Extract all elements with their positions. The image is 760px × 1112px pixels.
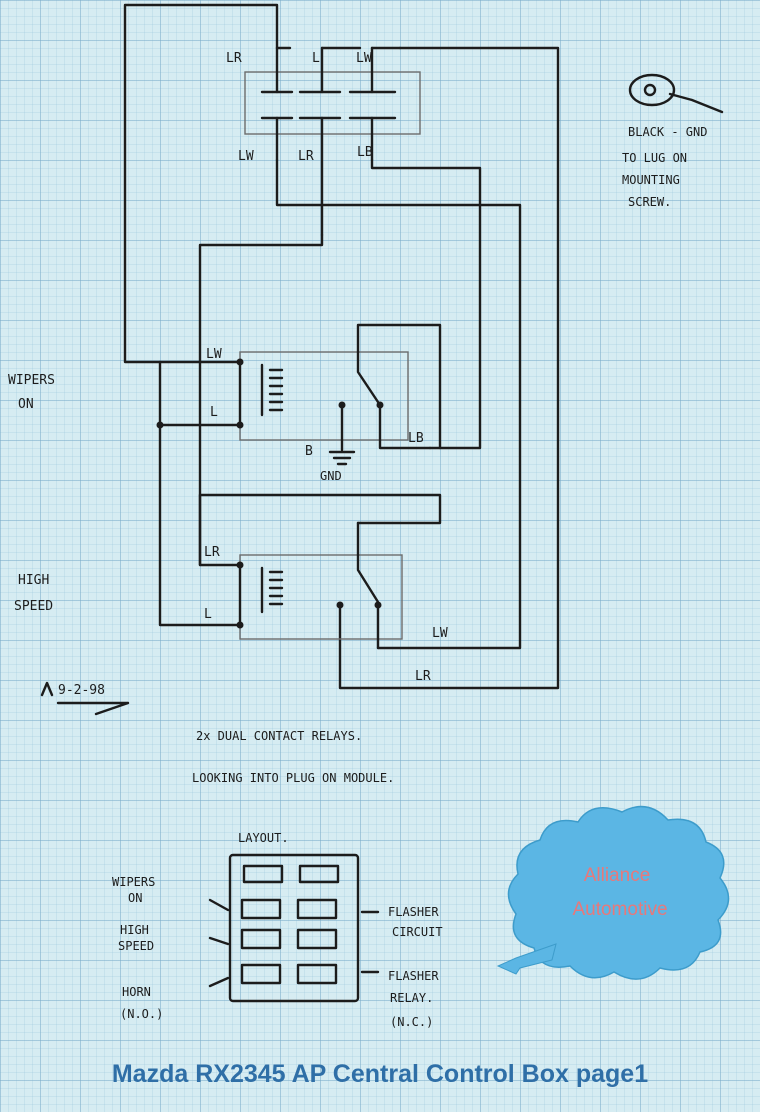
logo-line-1: Alliance xyxy=(584,865,651,886)
speed-pin-l xyxy=(236,621,244,629)
speed-side-label-2: SPEED xyxy=(14,599,53,614)
speed-label-l: L xyxy=(204,607,212,622)
layout-title: LAYOUT. xyxy=(238,831,289,845)
wire-lb xyxy=(370,158,482,450)
wipers-relay-outline xyxy=(239,351,409,441)
main-wires xyxy=(123,3,560,690)
layout-relay-2 xyxy=(298,864,340,884)
lug-wire-icon xyxy=(668,92,724,114)
speed-label-lw: LW xyxy=(432,626,448,641)
speed-side-label-1: HIGH xyxy=(18,573,49,588)
speed-label-lr-bottom: LR xyxy=(415,669,431,684)
ground-note-1: BLACK - GND xyxy=(628,125,707,139)
layout-slot-flasher-circuit xyxy=(296,898,338,920)
layout-module-outline xyxy=(228,853,360,1003)
layout-left-label-2b: SPEED xyxy=(118,939,154,953)
layout-left-label-3a: HORN xyxy=(122,985,151,999)
speed-switch xyxy=(356,521,380,604)
lug-hole-icon xyxy=(643,83,657,97)
page-footer-title: Mazda RX2345 AP Central Control Box page… xyxy=(111,1060,649,1088)
wipers-pin-lw xyxy=(236,358,244,366)
wipers-coil xyxy=(268,368,284,412)
bottom-label-lr: LR xyxy=(298,149,314,164)
layout-left-label-1a: WIPERS xyxy=(112,875,155,889)
top-label-l: L xyxy=(312,51,320,66)
ground-note-2: TO LUG ON xyxy=(622,151,687,165)
date-underline xyxy=(56,701,130,716)
junction-l xyxy=(156,421,164,429)
layout-right-label-1a: FLASHER xyxy=(388,905,439,919)
layout-slot-wipers xyxy=(240,898,282,920)
layout-slot-speed xyxy=(240,928,282,950)
logo-line-2: Automotive xyxy=(572,899,667,920)
layout-left-label-1b: ON xyxy=(128,891,142,905)
ground-note-4: SCREW. xyxy=(628,195,671,209)
wire-lr-middle xyxy=(198,233,324,567)
cloud-icon xyxy=(507,805,730,980)
layout-right-label-2a: FLASHER xyxy=(388,969,439,983)
bottom-label-lw: LW xyxy=(238,149,254,164)
layout-slot-flasher-relay xyxy=(296,963,338,985)
layout-sketch: LAYOUT. WIPERS ON HIGH SPEED HORN (N.O.)… xyxy=(112,831,443,1029)
layout-left-pointers xyxy=(208,898,230,988)
speed-switch-nc xyxy=(336,601,344,609)
wipers-label-lw: LW xyxy=(206,347,222,362)
speed-relay: LR L LW LR HIGH SPEED xyxy=(14,493,448,684)
layout-slot-horn xyxy=(240,963,282,985)
wire-lr-outer xyxy=(123,3,279,364)
ground-symbol xyxy=(328,403,356,466)
note-plug: LOOKING INTO PLUG ON MODULE. xyxy=(192,771,394,785)
top-relay-block: LR L LW LW LR LB xyxy=(226,46,421,237)
layout-right-label-2c: (N.C.) xyxy=(390,1015,433,1029)
delta-icon xyxy=(40,681,54,697)
wipers-switch xyxy=(356,323,442,450)
layout-left-label-2a: HIGH xyxy=(120,923,149,937)
ground-note-3: MOUNTING xyxy=(622,173,680,187)
top-legs-lower xyxy=(275,116,374,237)
bottom-label-lb: LB xyxy=(357,145,373,160)
wipers-side-label-1: WIPERS xyxy=(8,373,55,388)
speed-label-lr: LR xyxy=(204,545,220,560)
top-relay-outline xyxy=(244,71,421,135)
arrow-icon xyxy=(496,943,557,975)
wire-l-common xyxy=(158,360,242,627)
wipers-side-label-2: ON xyxy=(18,397,34,412)
speed-coil xyxy=(268,570,284,606)
layout-right-label-1b: CIRCUIT xyxy=(392,925,443,939)
wipers-label-l: L xyxy=(210,405,218,420)
speed-pin-lr xyxy=(236,561,244,569)
alliance-logo: Alliance Automotive xyxy=(496,805,730,980)
note-relays: 2x DUAL CONTACT RELAYS. xyxy=(196,729,362,743)
wipers-relay: LW L LB B GND WIPERS ON xyxy=(8,323,442,483)
speed-link-top xyxy=(198,493,442,525)
layout-relay-1 xyxy=(242,864,284,884)
ground-label-b: B xyxy=(305,444,313,459)
date-stamp: 9-2-98 xyxy=(40,681,130,716)
layout-right-pointers xyxy=(360,910,380,974)
ground-label-gnd: GND xyxy=(320,469,342,483)
layout-right-label-2b: RELAY. xyxy=(390,991,433,1005)
layout-slot-2 xyxy=(296,928,338,950)
top-legs-upper xyxy=(275,46,374,94)
wire-lw-bottom xyxy=(275,158,522,650)
wipers-switch-out xyxy=(378,403,432,450)
top-label-lr: LR xyxy=(226,51,242,66)
lug-icon xyxy=(628,73,676,107)
top-label-lw: LW xyxy=(356,51,372,66)
wire-lw-far-right xyxy=(338,46,560,690)
wipers-label-lb: LB xyxy=(408,431,424,446)
wipers-pin-l xyxy=(236,421,244,429)
date-text: 9-2-98 xyxy=(58,683,105,698)
ground-lug-note: BLACK - GND TO LUG ON MOUNTING SCREW. xyxy=(622,73,724,209)
layout-left-label-3b: (N.O.) xyxy=(120,1007,163,1021)
